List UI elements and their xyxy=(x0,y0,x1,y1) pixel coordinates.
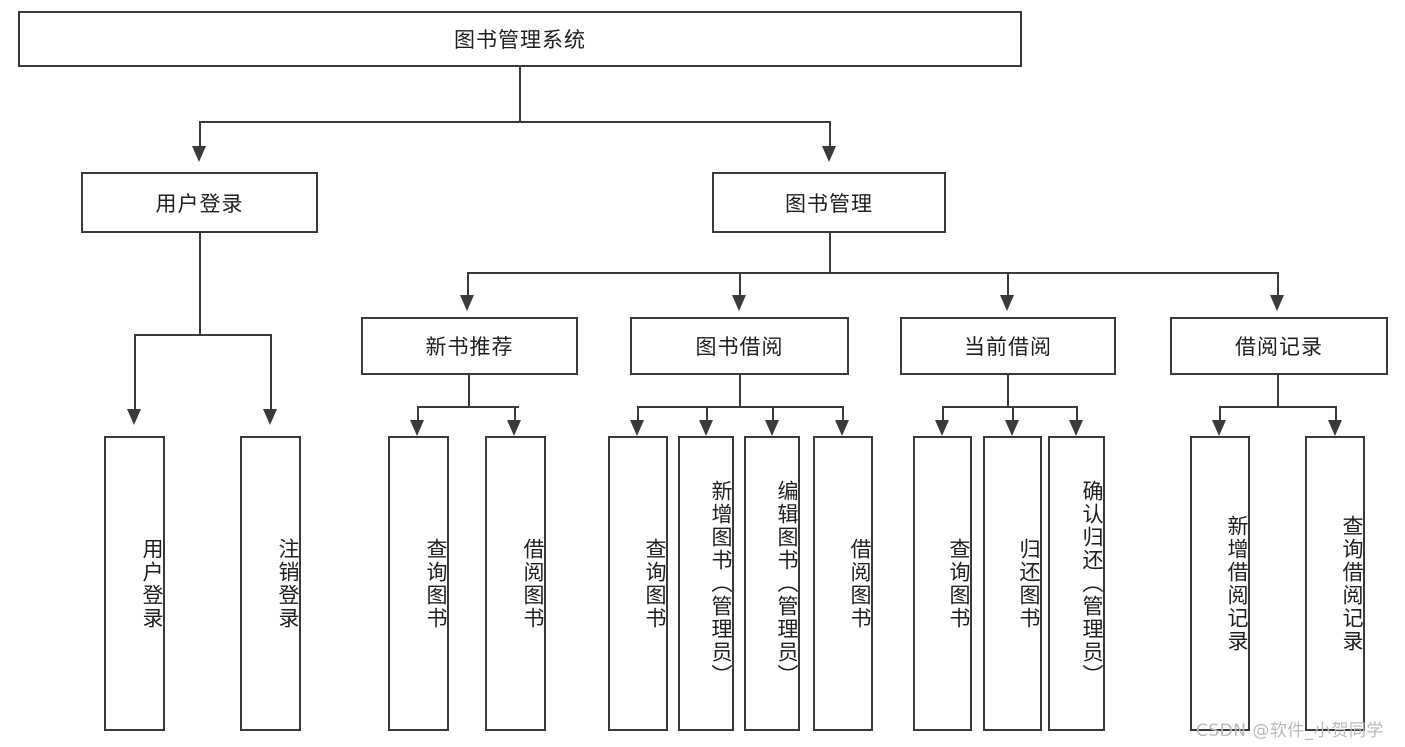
arrow-to-current-borrow xyxy=(1000,295,1014,311)
arrow-to-book-borrow xyxy=(732,295,746,311)
leaf-logout[interactable]: 注销登录 xyxy=(240,436,301,731)
connector-borrow-record-drop-1 xyxy=(1219,406,1221,420)
leaf-label: 查询图书 xyxy=(424,537,448,630)
arrow-new-book-leaf-1 xyxy=(410,420,424,436)
leaf-user-login[interactable]: 用户登录 xyxy=(104,436,165,731)
arrow-book-borrow-leaf-3 xyxy=(765,420,779,436)
node-current-borrow[interactable]: 当前借阅 xyxy=(900,317,1116,375)
connector-borrow-record-drop-2 xyxy=(1335,406,1337,420)
leaf-new-book-query[interactable]: 查询图书 xyxy=(388,436,449,731)
arrow-borrow-record-leaf-1 xyxy=(1212,420,1226,436)
connector-level2-drop-3 xyxy=(1007,272,1009,295)
leaf-label: 编辑图书（管理员） xyxy=(775,480,799,687)
connector-current-borrow-drop-3 xyxy=(1076,406,1078,420)
node-root-system[interactable]: 图书管理系统 xyxy=(18,11,1022,67)
connector-new-book-bus xyxy=(417,406,519,408)
connector-new-book-stem xyxy=(468,375,470,407)
leaf-label: 查询借阅记录 xyxy=(1340,514,1364,653)
leaf-label: 注销登录 xyxy=(276,537,300,630)
connector-level2-drop-1 xyxy=(467,272,469,295)
connector-book-manage-stem xyxy=(829,233,831,273)
connector-level2-bus xyxy=(467,272,1279,274)
leaf-new-book-borrow[interactable]: 借阅图书 xyxy=(485,436,546,731)
leaf-label: 借阅图书 xyxy=(521,537,545,630)
leaf-current-confirm-return-admin[interactable]: 确认归还（管理员） xyxy=(1048,436,1105,731)
arrow-book-borrow-leaf-2 xyxy=(699,420,713,436)
arrow-borrow-record-leaf-2 xyxy=(1328,420,1342,436)
connector-user-login-drop-2 xyxy=(270,334,272,409)
connector-new-book-drop-2 xyxy=(514,406,516,420)
connector-book-borrow-drop-2 xyxy=(706,406,708,420)
connector-book-borrow-bus xyxy=(637,406,843,408)
arrow-root-to-user-login xyxy=(192,146,206,162)
node-new-book-recommend[interactable]: 新书推荐 xyxy=(361,317,578,375)
connector-current-borrow-drop-1 xyxy=(942,406,944,420)
connector-level1-drop-left xyxy=(199,121,201,146)
leaf-label: 新增图书（管理员） xyxy=(709,480,733,687)
leaf-label: 查询图书 xyxy=(947,537,971,630)
leaf-current-return[interactable]: 归还图书 xyxy=(983,436,1042,731)
node-borrow-record[interactable]: 借阅记录 xyxy=(1170,317,1388,375)
connector-current-borrow-stem xyxy=(1007,375,1009,407)
node-user-login[interactable]: 用户登录 xyxy=(81,172,318,233)
arrow-current-borrow-leaf-3 xyxy=(1069,420,1083,436)
connector-book-borrow-stem xyxy=(739,375,741,407)
connector-book-borrow-drop-3 xyxy=(772,406,774,420)
connector-new-book-drop-1 xyxy=(417,406,419,420)
leaf-book-borrow-action[interactable]: 借阅图书 xyxy=(813,436,873,731)
connector-level2-drop-4 xyxy=(1277,272,1279,295)
arrow-root-to-book-manage xyxy=(822,146,836,162)
leaf-label: 归还图书 xyxy=(1017,537,1041,630)
leaf-label: 新增借阅记录 xyxy=(1225,514,1249,653)
csdn-watermark: CSDN @软件_小贺同学 xyxy=(1196,721,1384,741)
connector-borrow-record-stem xyxy=(1277,375,1279,407)
arrow-new-book-leaf-2 xyxy=(507,420,521,436)
arrow-to-new-book-recommend xyxy=(460,295,474,311)
leaf-label: 借阅图书 xyxy=(848,537,872,630)
connector-root-stem xyxy=(519,67,521,122)
connector-user-login-drop-1 xyxy=(134,334,136,409)
arrow-to-leaf-logout xyxy=(263,409,277,425)
leaf-book-add-admin[interactable]: 新增图书（管理员） xyxy=(678,436,734,731)
arrow-current-borrow-leaf-1 xyxy=(935,420,949,436)
node-book-borrow[interactable]: 图书借阅 xyxy=(630,317,849,375)
connector-user-login-stem xyxy=(199,233,201,335)
connector-level1-bus xyxy=(199,121,830,123)
arrow-to-borrow-record xyxy=(1270,295,1284,311)
leaf-record-add[interactable]: 新增借阅记录 xyxy=(1190,436,1250,731)
connector-user-login-bus xyxy=(134,334,270,336)
leaf-label: 确认归还（管理员） xyxy=(1080,480,1104,687)
node-book-manage[interactable]: 图书管理 xyxy=(712,172,946,233)
connector-borrow-record-bus xyxy=(1219,406,1335,408)
arrow-to-leaf-user-login xyxy=(127,409,141,425)
leaf-current-query[interactable]: 查询图书 xyxy=(913,436,972,731)
leaf-book-borrow-query[interactable]: 查询图书 xyxy=(608,436,668,731)
leaf-label: 查询图书 xyxy=(643,537,667,630)
connector-level2-drop-2 xyxy=(739,272,741,295)
arrow-book-borrow-leaf-4 xyxy=(835,420,849,436)
leaf-record-query[interactable]: 查询借阅记录 xyxy=(1305,436,1365,731)
arrow-current-borrow-leaf-2 xyxy=(1005,420,1019,436)
leaf-book-edit-admin[interactable]: 编辑图书（管理员） xyxy=(744,436,800,731)
arrow-book-borrow-leaf-1 xyxy=(630,420,644,436)
connector-level1-drop-right xyxy=(829,121,831,146)
connector-current-borrow-drop-2 xyxy=(1012,406,1014,420)
connector-book-borrow-drop-4 xyxy=(842,406,844,420)
leaf-label: 用户登录 xyxy=(140,537,164,630)
connector-book-borrow-drop-1 xyxy=(637,406,639,420)
connector-current-borrow-bus xyxy=(942,406,1076,408)
